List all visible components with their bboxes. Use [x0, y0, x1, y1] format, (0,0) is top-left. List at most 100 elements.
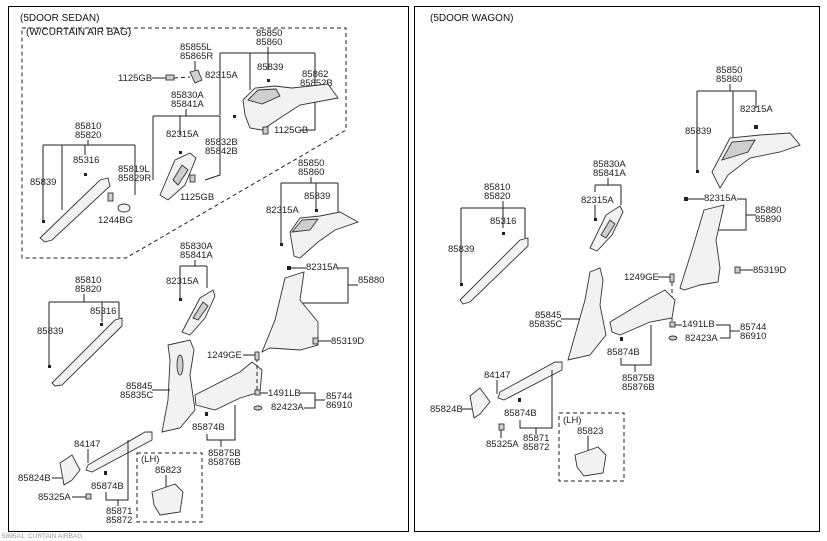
- label-85880-wagon: 85880: [755, 205, 781, 216]
- label-85860: 85860: [256, 37, 282, 48]
- label-85874b-main-a: 85874B: [192, 422, 225, 433]
- label-85824b-wagon: 85824B: [430, 404, 463, 415]
- label-85820-main: 85820: [75, 284, 101, 295]
- label-85839-main-left: 85839: [37, 326, 63, 337]
- label-85839-inset-left: 85839: [30, 177, 56, 188]
- label-85880-main: 85880: [358, 275, 384, 286]
- label-82315a-main-b: 82315A: [306, 262, 339, 273]
- label-82315a-wagon-c: 82315A: [704, 193, 737, 204]
- floor-bracket-part: [151, 483, 184, 516]
- label-lh-main: (LH): [141, 454, 159, 465]
- label-1125gb-mid: 1125GB: [180, 192, 214, 203]
- label-82423a-wagon: 82423A: [685, 333, 718, 344]
- label-1249ge-main: 1249GE: [207, 350, 242, 361]
- label-86910-wagon: 86910: [740, 331, 766, 342]
- label-85850: 85850: [256, 28, 282, 39]
- label-85845-main: 85845: [126, 381, 152, 392]
- rear-door-scuff-wagon-part: [609, 289, 676, 336]
- label-85890-wagon: 85890: [755, 214, 781, 225]
- label-85810-inset: 85810: [75, 121, 101, 132]
- label-82315a-inset-top: 82315A: [205, 70, 238, 81]
- label-85823-main: 85823: [155, 465, 181, 476]
- label-85319d-main: 85319D: [331, 336, 364, 347]
- label-1125gb-right: 1125GB: [274, 125, 308, 136]
- label-85810-main: 85810: [75, 275, 101, 286]
- front-pillar-trim-wagon-part: [459, 237, 529, 305]
- label-1491lb-wagon: 1491LB: [682, 319, 715, 330]
- label-85829r: 85829R: [118, 173, 151, 184]
- label-82315a-wagon-b: 82315A: [581, 195, 614, 206]
- label-85835c-wagon: 85835C: [529, 319, 562, 330]
- label-85841a-main: 85841A: [180, 250, 213, 261]
- rear-pillar-trim-part: [289, 211, 360, 259]
- lh-inset-wagon-border: [558, 412, 625, 482]
- label-85744-main: 85744: [326, 391, 352, 402]
- front-pillar-trim-inset-part: [39, 177, 111, 243]
- label-85823-wagon: 85823: [577, 426, 603, 437]
- label-85875b-main: 85875B: [208, 448, 241, 459]
- rear-door-scuff-part: [194, 361, 263, 411]
- label-85850-wagon: 85850: [716, 65, 742, 76]
- label-82315a-wagon-a: 82315A: [740, 104, 773, 115]
- label-85839-wagon-top: 85839: [685, 126, 711, 137]
- label-86910-main: 86910: [326, 400, 352, 411]
- label-1249ge-wagon: 1249GE: [624, 272, 659, 283]
- label-85839-inset: 85839: [257, 62, 283, 73]
- label-85855l: 85855L: [180, 42, 212, 53]
- label-85841a-wagon: 85841A: [593, 168, 626, 179]
- cowl-side-trim-wagon-part: [469, 387, 491, 419]
- floor-bracket-wagon-part: [574, 446, 607, 477]
- diagram-footer-code: 5895A1: CURTAIN AIRBAG: [2, 533, 83, 540]
- label-85839-main: 85839: [304, 191, 330, 202]
- label-85874b-wagon-a: 85874B: [607, 347, 640, 358]
- label-1491lb-main: 1491LB: [268, 388, 301, 399]
- label-lh-wagon: (LH): [563, 415, 581, 426]
- label-85820-inset: 85820: [75, 130, 101, 141]
- label-82315a-main-c: 82315A: [166, 276, 199, 287]
- label-85860-main: 85860: [298, 167, 324, 178]
- label-84147-wagon: 84147: [484, 370, 510, 381]
- rear-pillar-trim-wagon-part: [711, 132, 801, 189]
- label-85842b: 85842B: [205, 146, 238, 157]
- label-85830a: 85830A: [171, 90, 204, 101]
- label-85820-wagon: 85820: [484, 191, 510, 202]
- quarter-lower-trim-wagon-part: [679, 204, 725, 291]
- label-85325a-wagon: 85325A: [486, 439, 519, 450]
- label-85744-wagon: 85744: [740, 322, 766, 333]
- label-85872-wagon: 85872: [523, 442, 549, 453]
- wagon-title: (5DOOR WAGON): [430, 13, 514, 24]
- label-85862: 85862: [302, 69, 328, 80]
- label-85850-main: 85850: [298, 158, 324, 169]
- label-85872-main: 85872: [106, 515, 132, 526]
- cowl-side-trim-part: [59, 454, 81, 486]
- label-85325a-main: 85325A: [38, 492, 71, 503]
- label-85874b-main-b: 85874B: [91, 481, 124, 492]
- label-85316-inset: 85316: [73, 155, 99, 166]
- label-85319d-wagon: 85319D: [753, 265, 786, 276]
- label-85830a-wagon: 85830A: [593, 159, 626, 170]
- curtain-airbag-inset-border: [21, 27, 347, 259]
- front-pillar-trim-part: [51, 317, 123, 387]
- label-85875b-wagon: 85875B: [622, 373, 655, 384]
- label-85835c-main: 85835C: [120, 390, 153, 401]
- label-85876b-main: 85876B: [208, 457, 241, 468]
- sedan-title: (5DOOR SEDAN): [20, 13, 99, 24]
- center-pillar-lower-part: [161, 339, 196, 433]
- front-door-scuff-part: [85, 431, 153, 473]
- wagon-panel: [414, 6, 820, 532]
- label-85316-wagon: 85316: [490, 216, 516, 227]
- label-85810-wagon: 85810: [484, 182, 510, 193]
- label-85841a: 85841A: [171, 99, 204, 110]
- label-82315a-inset-mid: 82315A: [166, 129, 199, 140]
- sedan-panel: [8, 6, 409, 532]
- label-85839-wagon-left: 85839: [448, 244, 474, 255]
- lh-inset-border: [136, 452, 203, 523]
- label-82423a-main: 82423A: [271, 402, 304, 413]
- label-82315a-main-a: 82315A: [266, 205, 299, 216]
- label-85871-wagon: 85871: [523, 433, 549, 444]
- label-85845-wagon: 85845: [535, 310, 561, 321]
- label-85852b: 85852B: [300, 78, 333, 89]
- front-door-scuff-wagon-part: [497, 361, 563, 401]
- label-85860-wagon: 85860: [716, 74, 742, 85]
